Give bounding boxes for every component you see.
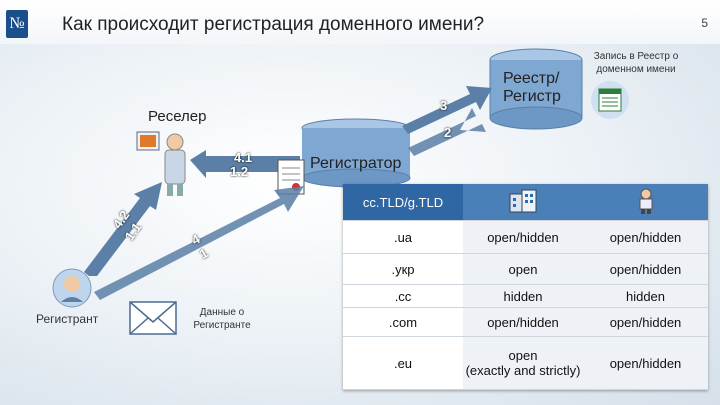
org-visibility-cell: hidden	[463, 284, 583, 308]
table-header-row: cc.TLD/g.TLD	[343, 184, 708, 221]
tld-cell: .com	[343, 307, 463, 337]
registrant-label: Регистрант	[36, 312, 99, 326]
step-4-1: 4.1	[234, 150, 253, 165]
person-visibility-cell: open/hidden	[583, 253, 708, 285]
org-visibility-cell: open/hidden	[463, 307, 583, 337]
tld-privacy-table: cc.TLD/g.TLD .ua open/hidden open/hidden…	[343, 184, 708, 390]
registrar-database-icon	[301, 118, 411, 188]
table-header-tld: cc.TLD/g.TLD	[343, 184, 463, 221]
person-visibility-cell: open/hidden	[583, 336, 708, 390]
envelope-icon	[129, 301, 177, 335]
tld-cell: .ua	[343, 220, 463, 254]
org-visibility-cell: open	[463, 253, 583, 285]
table-row: .eu open (exactly and strictly) open/hid…	[343, 336, 708, 390]
table-row: .com open/hidden open/hidden	[343, 307, 708, 337]
arrow-registrar-to-registry	[402, 86, 492, 156]
person-icon	[639, 188, 652, 214]
registrar-label: Регистратор	[310, 155, 402, 172]
org-visibility-cell: open (exactly and strictly)	[463, 336, 583, 390]
step-3: 3	[440, 98, 448, 113]
table-row: .укр open open/hidden	[343, 253, 708, 285]
tld-cell: .eu	[343, 336, 463, 390]
table-header-person	[583, 184, 708, 221]
registry-record-icon	[591, 81, 629, 119]
person-visibility-cell: open/hidden	[583, 220, 708, 254]
registry-note: Запись в Реестр о доменном имени	[593, 51, 679, 75]
registrant-person-icon	[52, 268, 92, 308]
arrow-registrant-registrar	[94, 186, 304, 300]
table-header-organization	[463, 184, 583, 221]
step-2: 2	[444, 125, 452, 140]
registry-database-icon	[489, 48, 583, 130]
tld-cell: .укр	[343, 253, 463, 285]
page-number: 5	[701, 16, 708, 30]
org-visibility-cell: open/hidden	[463, 220, 583, 254]
step-1-2: 1.2	[230, 164, 249, 179]
arrow-registrant-reseller	[84, 182, 162, 276]
tld-cell: .cc	[343, 284, 463, 308]
reseller-person-icon	[136, 131, 186, 196]
arrow-reseller-registrar	[190, 150, 300, 178]
table-row: .cc hidden hidden	[343, 284, 708, 308]
registrant-data-label: Данные о Регистранте	[193, 307, 251, 331]
table-row: .ua open/hidden open/hidden	[343, 220, 708, 254]
person-visibility-cell: hidden	[583, 284, 708, 308]
person-visibility-cell: open/hidden	[583, 307, 708, 337]
logo: №	[6, 10, 28, 38]
title-bar	[0, 0, 720, 44]
registry-label: Реестр/ Регистр	[503, 70, 561, 105]
organization-building-icon	[509, 189, 537, 212]
slide-title: Как происходит регистрация доменного име…	[62, 14, 485, 35]
reseller-label: Реселер	[148, 108, 207, 125]
